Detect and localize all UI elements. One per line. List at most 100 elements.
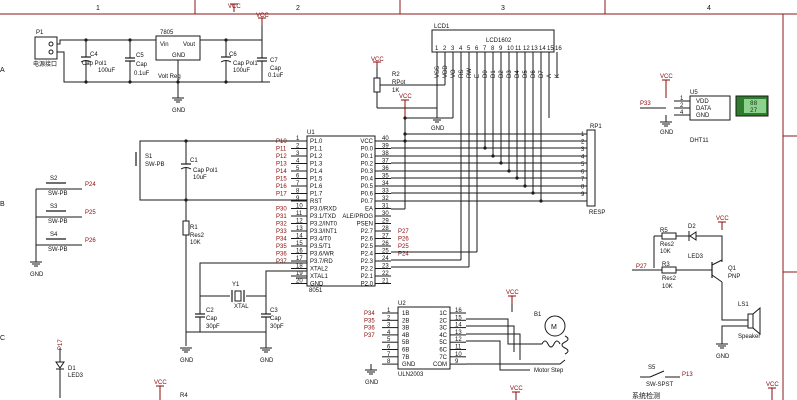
u1-pin-24: 24	[382, 256, 389, 262]
rp1-type: RESP	[589, 210, 605, 216]
u2-pin-11: 11	[455, 345, 462, 351]
u1-pin-27: 27	[382, 234, 389, 240]
u2-pin-10: 10	[455, 352, 462, 358]
r1-resistor[interactable]: R1 Res2 10K	[182, 200, 205, 346]
u1-pin-33: 33	[382, 189, 389, 195]
y1-crystal[interactable]: Y1 XTAL	[231, 282, 249, 310]
u1-pin-29: 29	[382, 219, 389, 225]
lcd-pin-9: 9	[499, 46, 503, 52]
lcd-pin-10: 10	[507, 46, 514, 52]
b1-stepper-motor[interactable]: B1 M Motor Step VCC	[466, 290, 569, 374]
c2-capacitor[interactable]: C2 Cap 30pF	[195, 300, 220, 332]
d1-net: P17	[58, 339, 64, 350]
u1-net-P24: P24	[398, 252, 409, 258]
c1-capacitor[interactable]: C1 Cap Pol1 10uF	[180, 141, 218, 200]
ls1-speaker[interactable]: LS1 Speaker	[738, 302, 761, 340]
u1-pin-name-21: P2.0	[361, 282, 374, 288]
row-label-a: A	[0, 67, 5, 74]
r3-type: Res2	[662, 276, 677, 282]
svg-text:VCC: VCC	[371, 57, 384, 63]
c4-capacitor[interactable]: C4 Cap Pol1 100uF	[80, 40, 115, 82]
lcd-pin-16: 16	[555, 46, 562, 52]
u1-pin-18: 18	[296, 264, 303, 270]
bottom-caption: 系统检测	[632, 391, 660, 400]
u5-pin-2: 2	[680, 103, 684, 109]
u1-net-P17: P17	[276, 192, 287, 198]
u1-pin-name-22: P2.1	[361, 274, 374, 280]
u2-ref: U2	[398, 301, 406, 307]
c5-capacitor[interactable]: C5 Cap 0.1uF	[125, 40, 150, 82]
c6-capacitor[interactable]: C6 Cap Pol1 100uF	[220, 40, 258, 82]
c3-capacitor[interactable]: C3 Cap 30pF	[261, 300, 284, 332]
c7-capacitor[interactable]: C7 Cap 0.1uF	[257, 26, 284, 82]
u1-pin-23: 23	[382, 264, 389, 270]
ls1-ref: LS1	[738, 302, 749, 308]
s4-switch[interactable]: S4 SW-PB P26	[36, 232, 96, 253]
r2-potentiometer[interactable]: VCC R2 RPot 1K	[371, 57, 406, 108]
rp1-pin-8: 8	[581, 185, 585, 191]
u1-pin-name-25: P2.4	[361, 252, 374, 258]
s3-switch[interactable]: S3 SW-PB P25	[36, 204, 96, 225]
u2-net-P36: P36	[364, 326, 375, 332]
lcd-signal-6: E	[475, 74, 481, 78]
u2-pin-name-10: 7C	[439, 355, 447, 361]
c4-value: 100uF	[98, 68, 115, 74]
p1-connector[interactable]	[34, 36, 58, 60]
u1-pin-name-36: P0.3	[361, 169, 374, 175]
rp1-ref: RP1	[590, 124, 602, 130]
u1-pin-name-29: PSEN	[357, 222, 373, 228]
u1-pin-name-12: P3.2/INT0	[310, 222, 338, 228]
lcd-signal-12: D5	[523, 70, 529, 78]
u1-pin-name-31: EA	[365, 207, 373, 213]
u5-pin-4: 4	[680, 110, 684, 116]
column-label-1: 1	[96, 5, 100, 12]
u2-pin-name-14: 3C	[439, 326, 447, 332]
s3-net: P25	[85, 210, 96, 216]
lcd-signal-11: D4	[515, 70, 521, 78]
s5-switch[interactable]: S5 SW-SPST P13 系统检测	[632, 365, 693, 400]
vcc-symbol-r2: VCC	[371, 57, 384, 68]
vcc-symbol-top: VCC	[228, 3, 241, 12]
regulator-7805[interactable]: 7805 Vin Vout GND Volt Reg	[155, 30, 201, 82]
rp1-pin-9: 9	[581, 192, 585, 198]
u1-pin-name-37: P0.2	[361, 162, 374, 168]
lcd1602-module[interactable]: LCD1 LCD1602 1VSS2VDD3VO4RS5RW6E7D08D19D…	[431, 24, 562, 78]
r1-ref: R1	[190, 225, 198, 231]
c2-value: 30pF	[206, 324, 220, 330]
lcd-pin-5: 5	[467, 46, 471, 52]
lcd-signal-14: D7	[539, 70, 545, 78]
buzzer-section: VCC D2 LED3 R5 Res2 10K P27 R3 Res2 10K	[632, 216, 761, 360]
key-switches: S2 SW-PB P24 S3 SW-PB P25 S4 SW-PB P26 G…	[30, 176, 96, 278]
reg-ref: 7805	[160, 30, 174, 36]
u1-pin-11: 11	[296, 211, 303, 217]
u1-pin-40: 40	[382, 136, 389, 142]
svg-text:GND: GND	[660, 130, 674, 136]
s4-type: SW-PB	[48, 247, 68, 253]
c2-type: Cap	[206, 316, 218, 322]
s1-switch[interactable]: S1 SW-PB	[135, 150, 165, 168]
u1-pin-name-1: P1.0	[310, 139, 323, 145]
u1-pin-28: 28	[382, 226, 389, 232]
rp1-pin-5: 5	[581, 162, 585, 168]
d2-led[interactable]: D2 LED3	[688, 224, 704, 260]
s2-switch[interactable]: S2 SW-PB P24	[36, 176, 96, 197]
u2-net-P34: P34	[364, 311, 375, 317]
gnd-symbol-buzzer: GND	[716, 343, 730, 360]
q1-transistor[interactable]: Q1 PNP	[711, 259, 740, 283]
c5-type: Cap	[136, 62, 148, 68]
u1-net-P37: P37	[276, 259, 287, 265]
r5-resistor[interactable]: R5 Res2 10K	[660, 228, 677, 255]
r3-resistor[interactable]: P27 R3 Res2 10K	[632, 262, 712, 290]
u5-net: P33	[640, 101, 651, 107]
u1-net-P31: P31	[276, 214, 287, 220]
u2-pin-name-7: 7B	[402, 355, 409, 361]
lcd-signal-5: RW	[467, 68, 473, 78]
d1-led[interactable]: P17 D1 LED3	[55, 339, 84, 398]
s1-ref: S1	[145, 154, 153, 160]
dht11-display: 88 27	[735, 95, 769, 117]
rp1-pin-2: 2	[581, 140, 585, 146]
